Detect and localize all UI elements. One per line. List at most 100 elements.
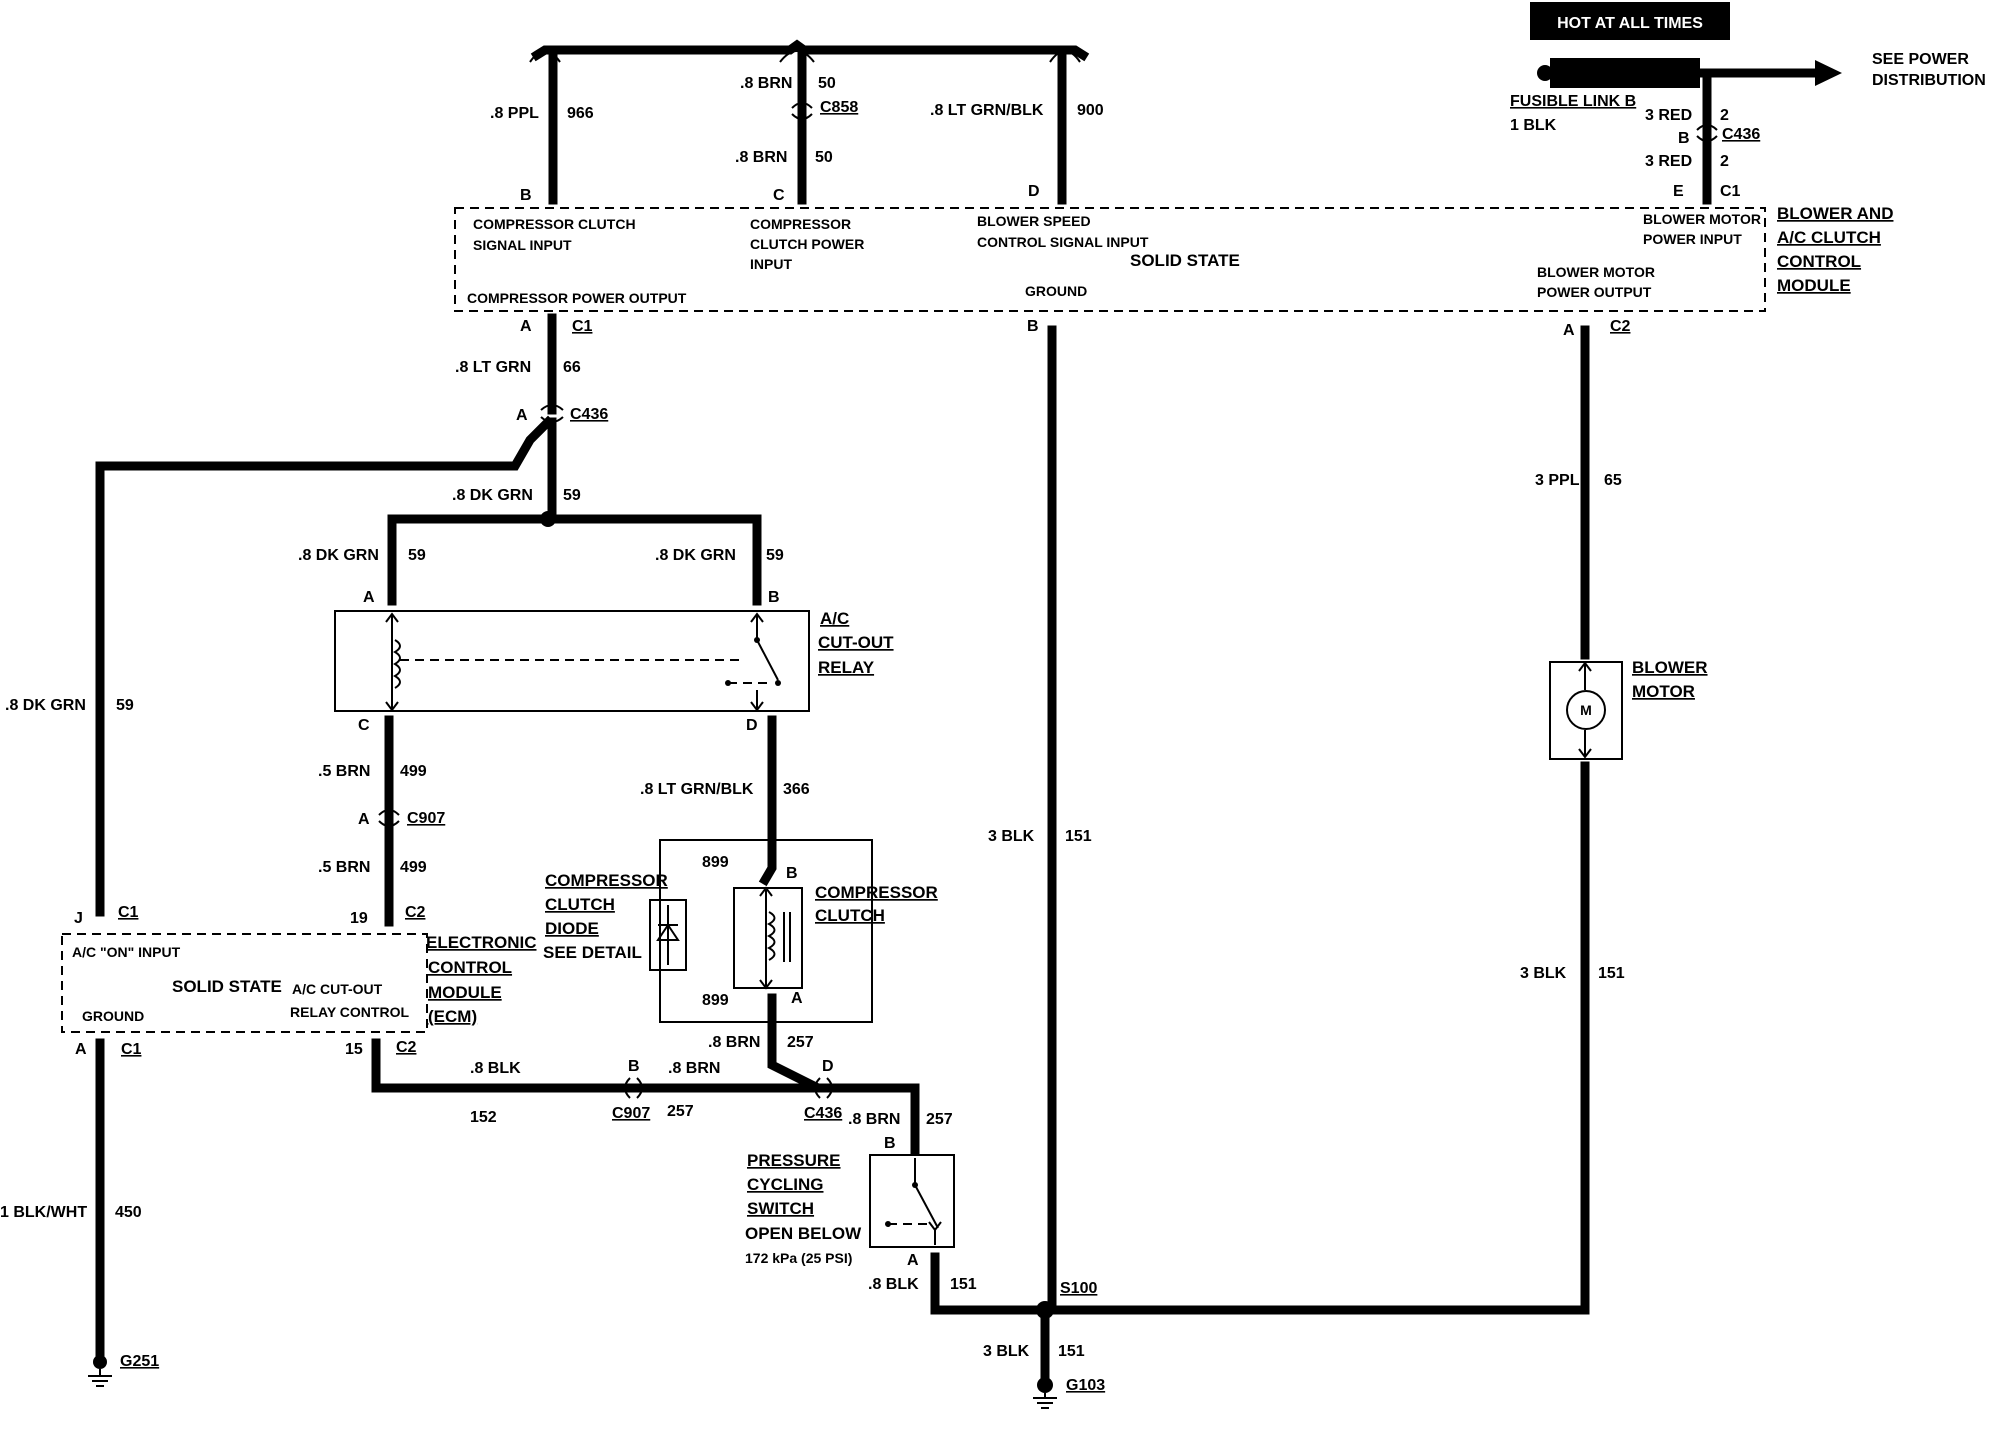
wire-65-gauge: 3 PPL xyxy=(1535,472,1580,489)
blower-title-2: MOTOR xyxy=(1632,682,1695,701)
wire-151-blower xyxy=(1040,761,1590,1315)
wire-50-circuit: 50 xyxy=(818,75,836,92)
wire-966-gauge: .8 PPL xyxy=(490,105,539,122)
c907-bottom-connector xyxy=(624,1077,643,1099)
relay-pin-d: D xyxy=(746,717,758,734)
fusible-link-wire: 1 BLK xyxy=(1510,117,1557,134)
compressor-clutch-body xyxy=(733,887,803,989)
g103-label: G103 xyxy=(1066,1377,1105,1394)
module-csi-2: SIGNAL INPUT xyxy=(473,237,572,253)
wire-499b-circuit: 499 xyxy=(400,859,427,876)
wire-499a-gauge: .5 BRN xyxy=(318,763,370,780)
wire-66-gauge: .8 LT GRN xyxy=(455,359,531,376)
ecm-box xyxy=(61,933,428,1033)
ecm-pin-15: 15 xyxy=(345,1041,363,1058)
wire-499b-gauge: .5 BRN xyxy=(318,859,370,876)
g103-point xyxy=(1037,1377,1053,1393)
clutch-title-1: COMPRESSOR xyxy=(815,883,938,902)
pswitch-title-2: CYCLING xyxy=(747,1175,824,1194)
see-power-line2: DISTRIBUTION xyxy=(1872,72,1986,89)
top-harness-bus xyxy=(530,39,1090,62)
wire-2b-gauge: 3 RED xyxy=(1645,153,1692,170)
diode-see-detail: SEE DETAIL xyxy=(543,943,642,962)
wire-59-circuit: 59 xyxy=(563,487,581,504)
clutch-coil-icon xyxy=(759,886,791,990)
see-power-line1: SEE POWER xyxy=(1872,51,1969,68)
wire-257a-gauge: .8 BRN xyxy=(708,1034,760,1051)
module-bmpi-1: BLOWER MOTOR xyxy=(1643,211,1761,227)
c858-connector xyxy=(791,102,813,120)
pswitch-contact-1 xyxy=(912,1182,918,1188)
clutch-diode-frame xyxy=(659,839,873,1023)
wire-450-circuit: 450 xyxy=(115,1204,142,1221)
ecm-ground: GROUND xyxy=(82,1008,144,1024)
ecm-cut-1: A/C CUT-OUT xyxy=(292,981,383,997)
pswitch-pin-a: A xyxy=(907,1252,919,1269)
diode-title-2: CLUTCH xyxy=(545,895,615,914)
motor-icon xyxy=(1566,690,1606,730)
wire-59b-circuit: 59 xyxy=(766,547,784,564)
ecm-title-2: CONTROL xyxy=(428,958,512,977)
blower-motor-terminals xyxy=(1578,661,1592,759)
ecm-pin-a-c1: C1 xyxy=(121,1041,142,1058)
module-csi-1: COMPRESSOR CLUTCH xyxy=(473,216,636,232)
pswitch-note-2: 172 kPa (25 PSI) xyxy=(745,1250,852,1266)
wire-151c-circuit: 151 xyxy=(1058,1343,1085,1360)
blower-title-1: BLOWER xyxy=(1632,658,1708,677)
wire-65-circuit: 65 xyxy=(1604,472,1622,489)
relay-pin-a: A xyxy=(363,589,375,606)
diode-circuit-899b: 899 xyxy=(702,992,729,1009)
c436-d-pin: D xyxy=(822,1058,834,1075)
wire-59c-gauge: .8 DK GRN xyxy=(5,697,86,714)
c436-bottom-label: C436 xyxy=(804,1105,842,1122)
ecm-solid-state: SOLID STATE xyxy=(172,977,282,996)
ecm-pin-c2: C2 xyxy=(405,904,426,921)
wire-366-gauge: .8 LT GRN/BLK xyxy=(640,781,754,798)
wire-151-blower-circuit: 151 xyxy=(1598,965,1625,982)
wire-151a-gauge: .8 BLK xyxy=(868,1276,919,1293)
relay-contact-1 xyxy=(754,637,760,643)
wire-59-gauge: .8 DK GRN xyxy=(452,487,533,504)
ecm-title-1: ELECTRONIC xyxy=(426,933,537,952)
module-solid-state: SOLID STATE xyxy=(1130,251,1240,270)
wire-900-circuit: 900 xyxy=(1077,102,1104,119)
wire-257c-circuit: 257 xyxy=(926,1111,953,1128)
ecm-pin-a: A xyxy=(75,1041,87,1058)
wire-151c-gauge: 3 BLK xyxy=(983,1343,1030,1360)
relay-pin-b: B xyxy=(768,589,780,606)
g251-ground-icon xyxy=(88,1369,112,1387)
relay-coil-icon xyxy=(385,612,401,712)
wire-151-blower-gauge: 3 BLK xyxy=(1520,965,1567,982)
ecm-title-3: MODULE xyxy=(428,983,502,1002)
module-bmpi-2: POWER INPUT xyxy=(1643,231,1742,247)
wire-366-circuit: 366 xyxy=(783,781,810,798)
wire-151b-circuit: 151 xyxy=(1065,828,1092,845)
fusible-link-b xyxy=(1550,58,1700,88)
ecm-acon: A/C "ON" INPUT xyxy=(72,944,181,960)
wire-59a-gauge: .8 DK GRN xyxy=(298,547,379,564)
relay-title-2: CUT-OUT xyxy=(818,633,894,652)
c907-pin-a: A xyxy=(358,811,370,828)
relay-pin-c: C xyxy=(358,717,370,734)
c907-bottom-label: C907 xyxy=(612,1105,650,1122)
ac-cutout-relay xyxy=(334,610,810,712)
g251-label: G251 xyxy=(120,1353,159,1370)
module-pin-c: C xyxy=(773,187,785,204)
relay-title-1: A/C xyxy=(820,609,849,628)
c907-bottom-circuit: 257 xyxy=(667,1103,694,1120)
module-ccpi-2: CLUTCH POWER xyxy=(750,236,864,252)
hot-at-all-times-label: HOT AT ALL TIMES xyxy=(1557,15,1703,32)
wire-366 xyxy=(758,715,777,887)
ecm-pin-j: J xyxy=(74,910,83,927)
g251-point xyxy=(93,1355,107,1369)
wire-257b-gauge: .8 BRN xyxy=(668,1060,720,1077)
wire-152-gauge: .8 BLK xyxy=(470,1060,521,1077)
wire-450-gauge: 1 BLK/WHT xyxy=(0,1204,87,1221)
c907-label: C907 xyxy=(407,810,445,827)
c436-top-pin: B xyxy=(1678,130,1690,147)
pswitch-contact-icon xyxy=(914,1158,942,1245)
c436-label: C436 xyxy=(570,406,608,423)
module-pin-b-bottom: B xyxy=(1027,318,1039,335)
wire-50-gauge: .8 BRN xyxy=(740,75,792,92)
ecm-title-4: (ECM) xyxy=(428,1007,477,1026)
